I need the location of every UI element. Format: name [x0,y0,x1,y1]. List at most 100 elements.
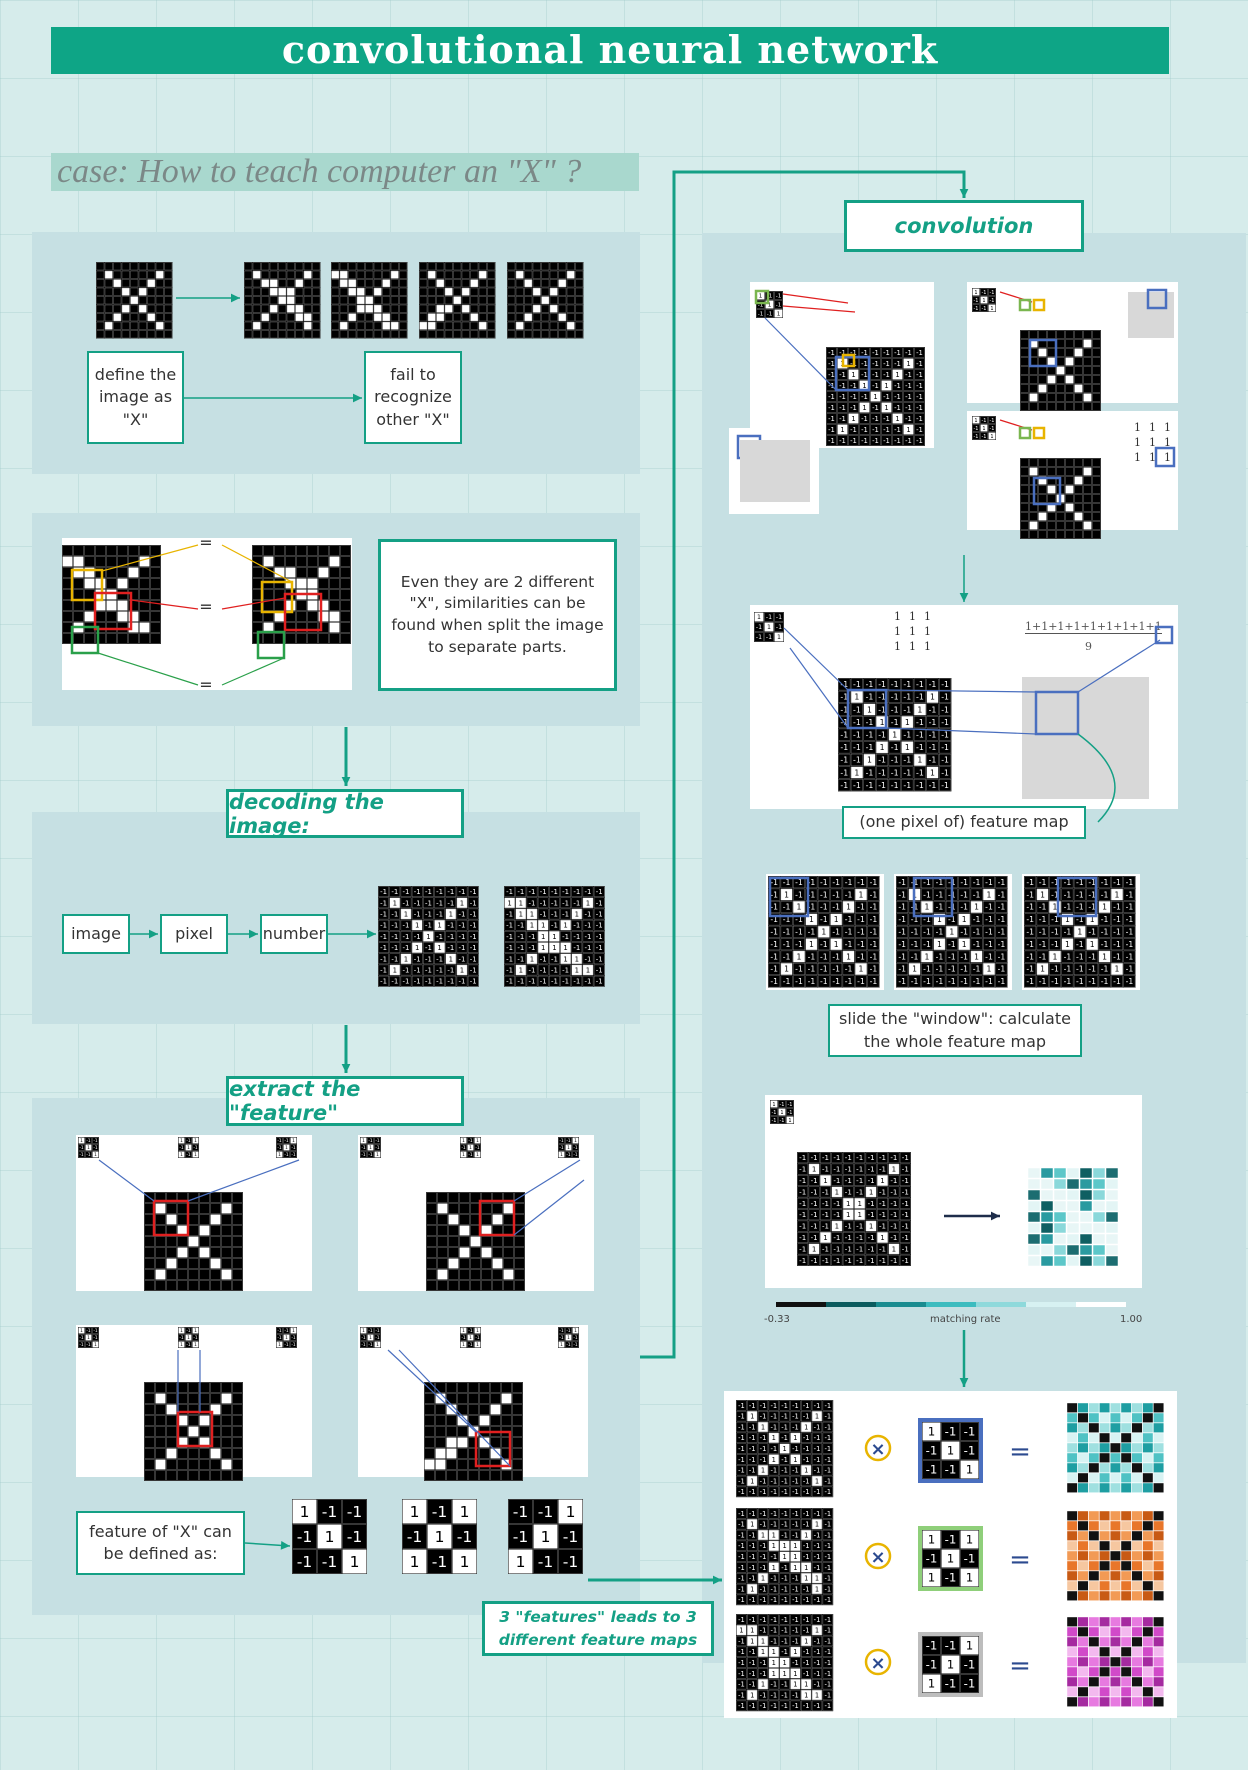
x-variant-image-4-cell [524,279,533,288]
conv1-x-num: -1 [828,349,835,357]
extract-card-3-features-f2-num: -1 [186,1328,191,1334]
match-x-num: -1 [811,1187,818,1196]
result-x-2-num: -1 [738,1553,745,1561]
x-variant-image-2-cell [399,270,408,279]
x-variant-image-1-cell [295,270,304,279]
conv-full-feature-num: -1 [766,634,772,641]
extract-card-2-features-f1-num: 1 [376,1152,379,1158]
conv2-yellow [1032,298,1046,312]
x-original-image-cell [164,321,173,330]
extract-card-1-x-cell [199,1280,210,1291]
feature-def-1-cell [342,1499,367,1524]
slide-grid-1-cell [867,901,880,913]
x-variant-image-3-cell [461,304,470,313]
extract-card-4-features-f3-num: -1 [573,1335,578,1341]
result-map-cell-1 [1120,1462,1132,1473]
conv-full-x-num: 1 [880,718,885,727]
decoded-grid-2-cell [515,931,527,942]
slide-grid-1-num: 1 [859,890,864,899]
result-map-cell-3 [1142,1616,1154,1627]
extract-card-4-x-cell [512,1404,523,1415]
slide-grid-1-num: -1 [845,928,853,937]
conv-full-ones: 1 [924,640,931,653]
conv2-x-cell [1020,375,1029,384]
slide-grid-2-num: -1 [998,940,1006,949]
decoded-grid-1-cell [389,897,401,909]
result-map-cell-1 [1153,1472,1165,1483]
decoded-grid-2-cell [571,931,583,942]
result-map-cell-2 [1142,1540,1154,1551]
conv-full-map-window [1034,690,1080,736]
x-variant-image-3-cell [419,304,428,313]
similarity-x-left-cell [117,622,128,633]
feature-def-3-cell [508,1549,533,1574]
x-original-image-cell [113,287,122,296]
arrow-image-pixel-head [148,929,158,939]
match-x-num: -1 [902,1210,909,1219]
result-map-cell-2 [1131,1530,1143,1541]
slide-grid-1-num: -1 [770,977,778,986]
conv2-x-cell [1038,402,1047,411]
conv1-x-cell [859,402,870,413]
extract-card-3-features-f3-cell [290,1334,297,1341]
slide-grid-2-num: -1 [973,928,981,937]
result-map-cell-1 [1077,1462,1089,1473]
result-equals-2: = [1009,1545,1031,1575]
result-x-1-num: -1 [803,1488,810,1496]
decoded-grid-2-cell [537,975,549,987]
conv1-x-cell [881,435,892,446]
conv-full-x-cell [838,703,851,716]
slide-grid-3-num: -1 [1064,928,1072,937]
result-x-2-num: -1 [738,1585,745,1593]
extract-card-2-x-cell [459,1214,470,1225]
conv-full-x-num: 1 [930,693,935,702]
result-feature-2-num: -1 [945,1571,957,1585]
x-variant-image-2-cell [348,296,357,305]
decoded-grid-1-num: -1 [436,888,443,896]
decoded-grid-1-cell [467,975,479,987]
slide-grid-2-num: -1 [960,903,968,912]
decoded-grid-2-num: -1 [596,910,603,918]
extract-card-2-x-cell [492,1214,503,1225]
conv-full-x-num: -1 [878,705,886,714]
result-map-cell-3 [1120,1676,1132,1687]
conv3-x-cell [1074,512,1083,521]
result-map-cell-2 [1120,1540,1132,1551]
result-map-cell-1 [1142,1422,1154,1433]
extract-card-2-x-cell [492,1247,503,1258]
x-original-image-cell [155,287,164,296]
x-variant-image-1-cell [295,287,304,296]
result-map-cell-2 [1120,1590,1132,1601]
result-x-3-num: -1 [792,1691,799,1699]
decoded-grid-1-cell [423,886,434,897]
similarity-x-left-cell [150,622,161,633]
extract-card-4-features-f3-num: -1 [566,1342,571,1348]
extract-card-1-x-cell [221,1236,232,1247]
result-map-cell-1 [1099,1412,1111,1423]
x-variant-image-4-cell [566,296,575,305]
slide-grid-1-num: -1 [770,940,778,949]
result-map-cell-3 [1131,1686,1143,1697]
result-map-cell-1 [1153,1442,1165,1453]
extract-card-3-features-f2-num: -1 [179,1335,184,1341]
conv3-output-num: 1 [1149,436,1156,449]
result-map-cell-2 [1099,1560,1111,1571]
extract-card-4-x-cell [501,1470,512,1481]
conv1-feature-num: -1 [758,302,764,308]
result-map-cell-1 [1153,1402,1165,1413]
result-feature-1-num: -1 [926,1463,938,1477]
decoded-grid-2-cell [549,964,560,976]
extract-card-3-x-cell [199,1415,210,1426]
slide-grid-1-cell [793,925,805,938]
match-x-num: -1 [845,1165,852,1174]
slide-grid-2-num: 1 [962,940,967,949]
result-x-2-num: -1 [781,1521,788,1529]
match-heat-cell [1066,1200,1080,1212]
decoded-grid-1-num: 1 [404,910,408,918]
result-map-cell-3 [1109,1626,1121,1637]
extract-card-4-features-f3-num: -1 [566,1328,571,1334]
result-map-cell-2 [1142,1510,1154,1521]
extract-card-4-features-f1-cell [367,1341,374,1348]
slide-grid-1-cell [830,913,843,926]
